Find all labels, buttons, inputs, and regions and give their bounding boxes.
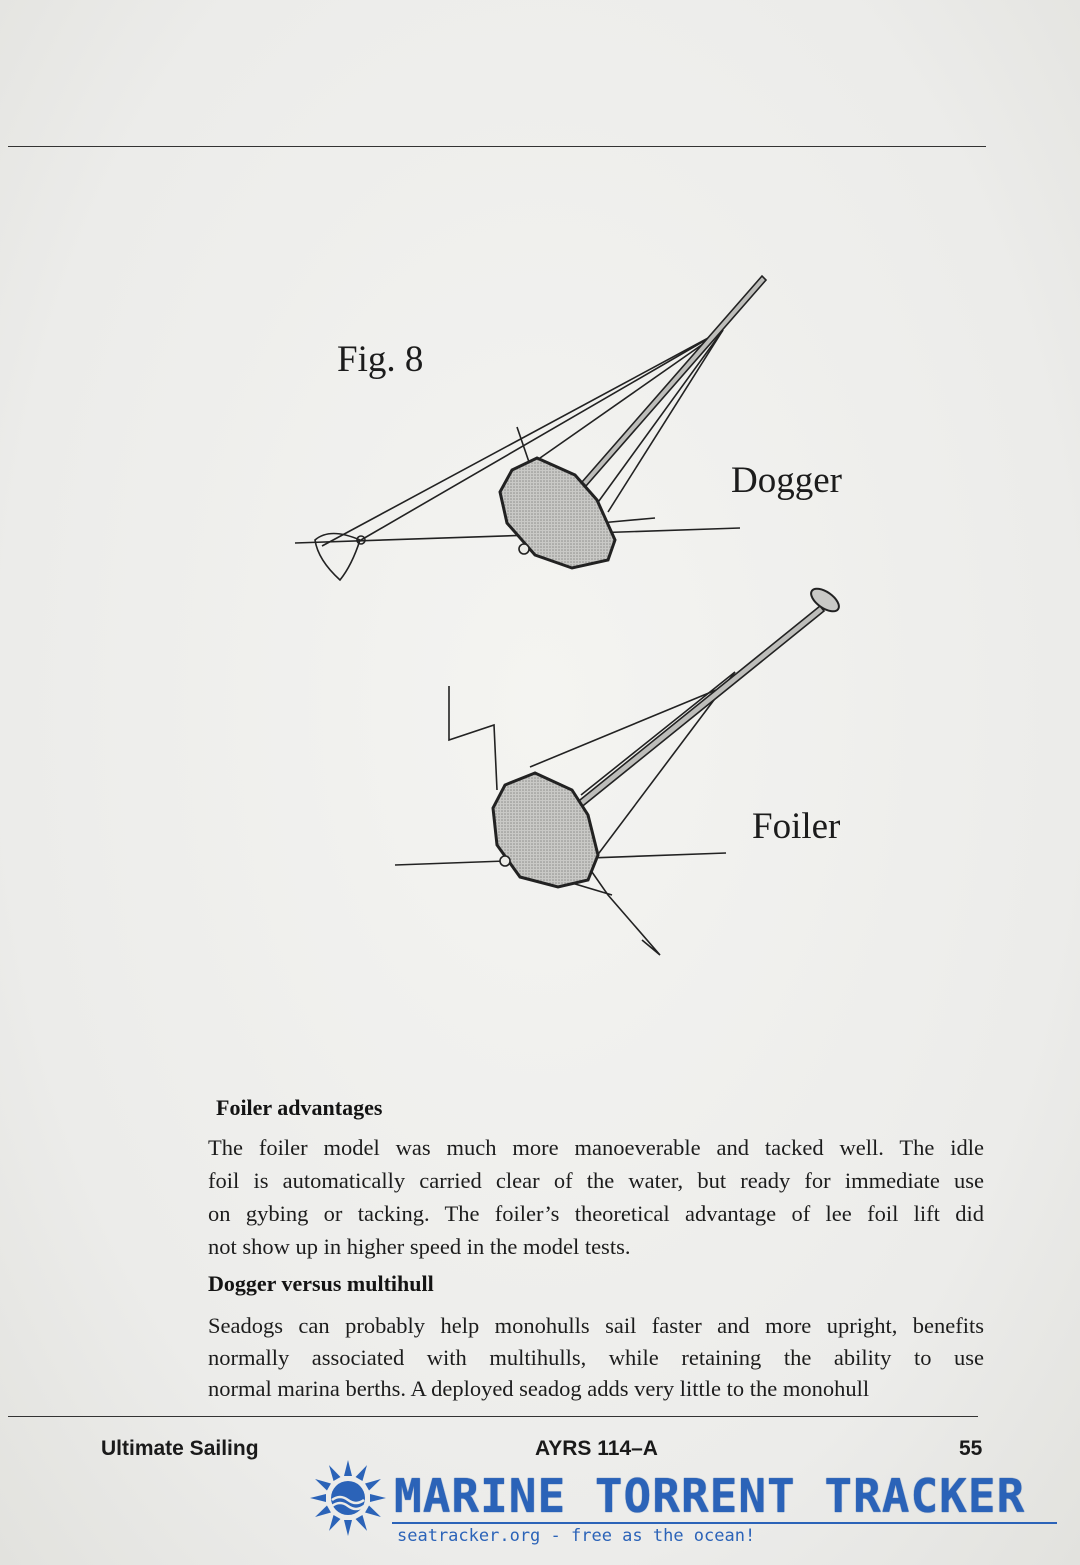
foiler-drawing [394, 587, 840, 956]
paragraph-line: Seadogs can probably help monohulls sail… [208, 1313, 984, 1338]
dogger-drawing [294, 274, 768, 582]
paragraph-line: on gybing or tacking. The foiler’s theor… [208, 1201, 984, 1226]
dogger-leeboard [599, 517, 656, 524]
dogger-tow-line [360, 329, 724, 541]
dogger-seadog [314, 532, 361, 582]
paragraph-line: foil is automatically carried clear of t… [208, 1168, 984, 1193]
watermark-divider [392, 1522, 1057, 1524]
bottom-rule [8, 1416, 978, 1417]
page-number: 55 [959, 1437, 983, 1460]
dogger-rudder [518, 543, 530, 555]
foiler-hull [491, 771, 600, 889]
footer-center: AYRS 114–A [535, 1437, 658, 1460]
sun-icon [310, 1460, 386, 1536]
foiler-rudder [499, 855, 511, 867]
dogger-hull [498, 456, 617, 570]
paragraph-line: normally associated with multihulls, whi… [208, 1345, 984, 1370]
dogger-stay [321, 329, 724, 547]
section-heading: Dogger versus multihull [208, 1271, 434, 1296]
dogger-shroud [529, 329, 724, 466]
paragraph-line: not show up in higher speed in the model… [208, 1234, 631, 1259]
paragraph-line: The foiler model was much more manoevera… [208, 1135, 984, 1160]
foiler-mast-head [810, 587, 840, 613]
watermark-title: MARINE TORRENT TRACKER [394, 1469, 1026, 1523]
foiler-shroud [589, 671, 736, 866]
dogger-shroud [595, 329, 724, 506]
foiler-mast [573, 604, 826, 811]
foiler-upper-foil [448, 686, 498, 791]
figure-label: Fig. 8 [337, 339, 424, 380]
dogger-mast [580, 274, 768, 488]
dogger-spar [516, 426, 531, 466]
footer-left: Ultimate Sailing [101, 1437, 259, 1460]
dogger-shroud [607, 329, 724, 513]
foiler-lower-foil [584, 861, 661, 956]
dogger-label: Dogger [731, 460, 842, 501]
dogger-tow-point [356, 535, 366, 545]
top-rule [8, 146, 986, 147]
paragraph-line: normal marina berths. A deployed seadog … [208, 1376, 870, 1401]
foiler-shroud [580, 671, 736, 796]
section-heading: Foiler advantages [216, 1095, 383, 1120]
watermark-link[interactable]: seatracker.org - free as the ocean! [397, 1526, 756, 1546]
foiler-label: Foiler [752, 806, 841, 847]
foiler-shroud [529, 682, 734, 768]
fig-8-diagram [294, 274, 840, 956]
